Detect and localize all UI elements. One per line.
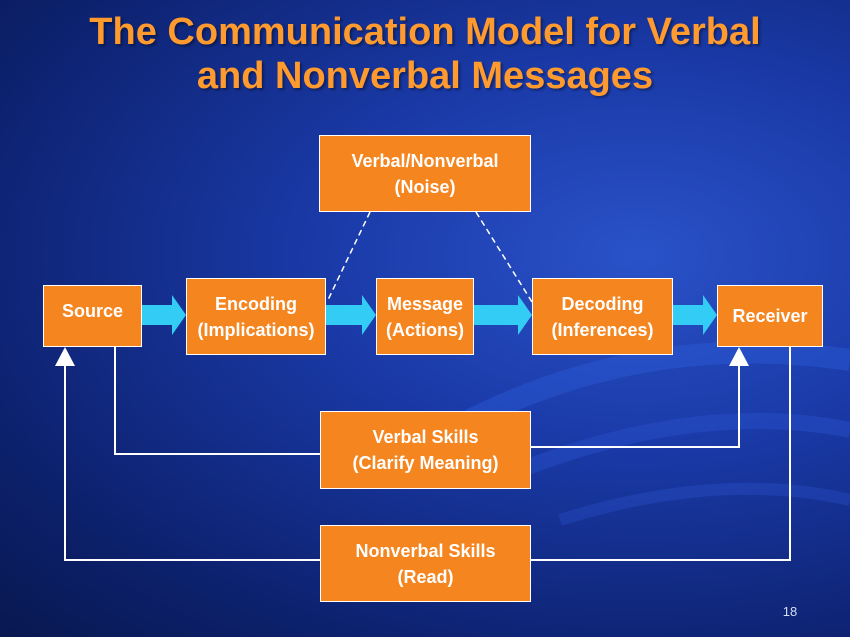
receiver-label: Receiver (732, 306, 808, 326)
encoding-sublabel: (Implications) (197, 319, 315, 340)
noise-dashed-line-left (326, 211, 371, 303)
noise-dashed-line-right (475, 211, 533, 303)
page-number: 18 (782, 604, 798, 619)
noise-label: Verbal/Nonverbal (351, 150, 499, 171)
verbal-skills-label: Verbal Skills (372, 427, 479, 447)
nonverbal-skills-to-source (64, 362, 320, 561)
flow-arrow-decoding-receiver (673, 295, 717, 335)
title-line-1: The Communication Model for Verbal (89, 11, 761, 53)
verbal-skills-to-receiver (531, 362, 740, 448)
noise-sublabel: (Noise) (394, 176, 456, 197)
nonverbal-skills-sublabel: (Read) (397, 566, 454, 587)
encoding-box: Encoding (Implications) (186, 278, 326, 355)
title-line-2: and Nonverbal Messages (196, 55, 654, 97)
nonverbal-skills-connector (531, 347, 791, 561)
verbal-skills-sublabel: (Clarify Meaning) (352, 453, 499, 473)
slide-title: The Communication Model for Verbal and N… (25, 10, 825, 98)
verbal-skills-connector (114, 347, 320, 455)
decoding-sublabel: (Inferences) (551, 319, 654, 340)
decoding-box: Decoding (Inferences) (532, 278, 673, 355)
message-sublabel: (Actions) (386, 319, 464, 340)
flow-arrow-source-encoding (142, 295, 186, 335)
decoding-label: Decoding (561, 293, 644, 314)
flow-arrow-message-decoding (474, 295, 532, 335)
message-box: Message (Actions) (376, 278, 474, 355)
encoding-label: Encoding (215, 293, 297, 314)
message-label: Message (386, 293, 464, 314)
nonverbal-skills-arrowhead (55, 347, 75, 366)
verbal-skills-arrowhead (729, 347, 749, 366)
nonverbal-skills-label: Nonverbal Skills (355, 540, 496, 561)
noise-box: Verbal/Nonverbal (Noise) (319, 135, 531, 212)
nonverbal-skills-box: Nonverbal Skills (Read) (320, 525, 531, 602)
verbal-skills-box: Verbal Skills (Clarify Meaning) (320, 411, 531, 489)
source-box: Source (43, 285, 142, 347)
flow-arrow-encoding-message (326, 295, 376, 335)
receiver-box: Receiver (717, 285, 823, 347)
source-label: Source (61, 301, 124, 321)
